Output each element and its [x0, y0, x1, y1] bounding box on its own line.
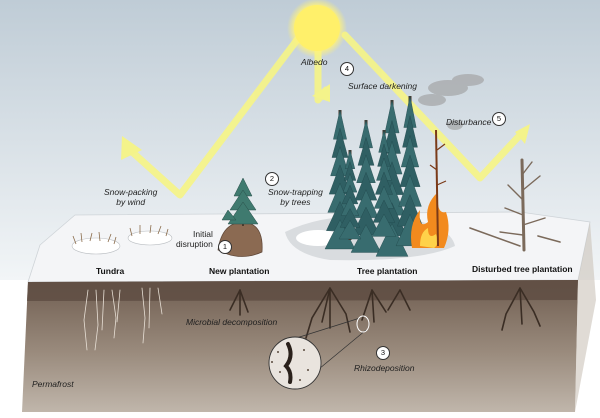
spruce-tree-icon — [338, 149, 362, 240]
rhizodeposition-inset — [268, 315, 370, 390]
microbial-decomposition-label: Microbial decomposition — [186, 317, 278, 327]
marker-1: 1 — [218, 240, 232, 254]
initial-disruption-label: Initial disruption — [176, 229, 213, 249]
zone-disturbed-tree-plantation: Disturbed tree plantation — [472, 264, 573, 274]
marker-5: 5 — [492, 112, 506, 126]
spruce-tree-icon — [371, 129, 397, 237]
rhizodeposition-label: Rhizodeposition — [354, 363, 415, 373]
marker-4: 4 — [340, 62, 354, 76]
marker-2: 2 — [265, 172, 279, 186]
zone-new-plantation: New plantation — [209, 266, 270, 276]
disturbance-label: Disturbance — [446, 117, 492, 127]
surface-darkening-label: Surface darkening — [348, 81, 417, 91]
tree-plantation-stand — [324, 95, 425, 257]
block-side — [575, 222, 596, 412]
snow-trapping-label: Snow-trapping by trees — [268, 187, 323, 207]
zone-tundra: Tundra — [96, 266, 125, 276]
zone-tree-plantation: Tree plantation — [357, 266, 418, 276]
reflected-arrow-tundra — [126, 32, 304, 199]
sun-icon — [287, 0, 347, 58]
snow-packing-label: Snow-packing by wind — [104, 187, 158, 207]
fire-icon — [411, 129, 449, 248]
dead-tree-icon — [469, 158, 561, 252]
permafrost-label: Permafrost — [32, 379, 74, 389]
spruce-tree-icon — [350, 119, 382, 253]
albedo-label: Albedo — [301, 57, 328, 67]
smoke-icon — [418, 74, 484, 130]
marker-3: 3 — [376, 346, 390, 360]
spruce-tree-icon — [221, 177, 259, 226]
snow-shrub-icon — [71, 224, 173, 255]
topsoil-layer — [27, 280, 578, 301]
arrow-heads — [121, 84, 530, 160]
reflected-arrow-disturbance — [341, 31, 524, 182]
root-icon — [83, 287, 541, 351]
